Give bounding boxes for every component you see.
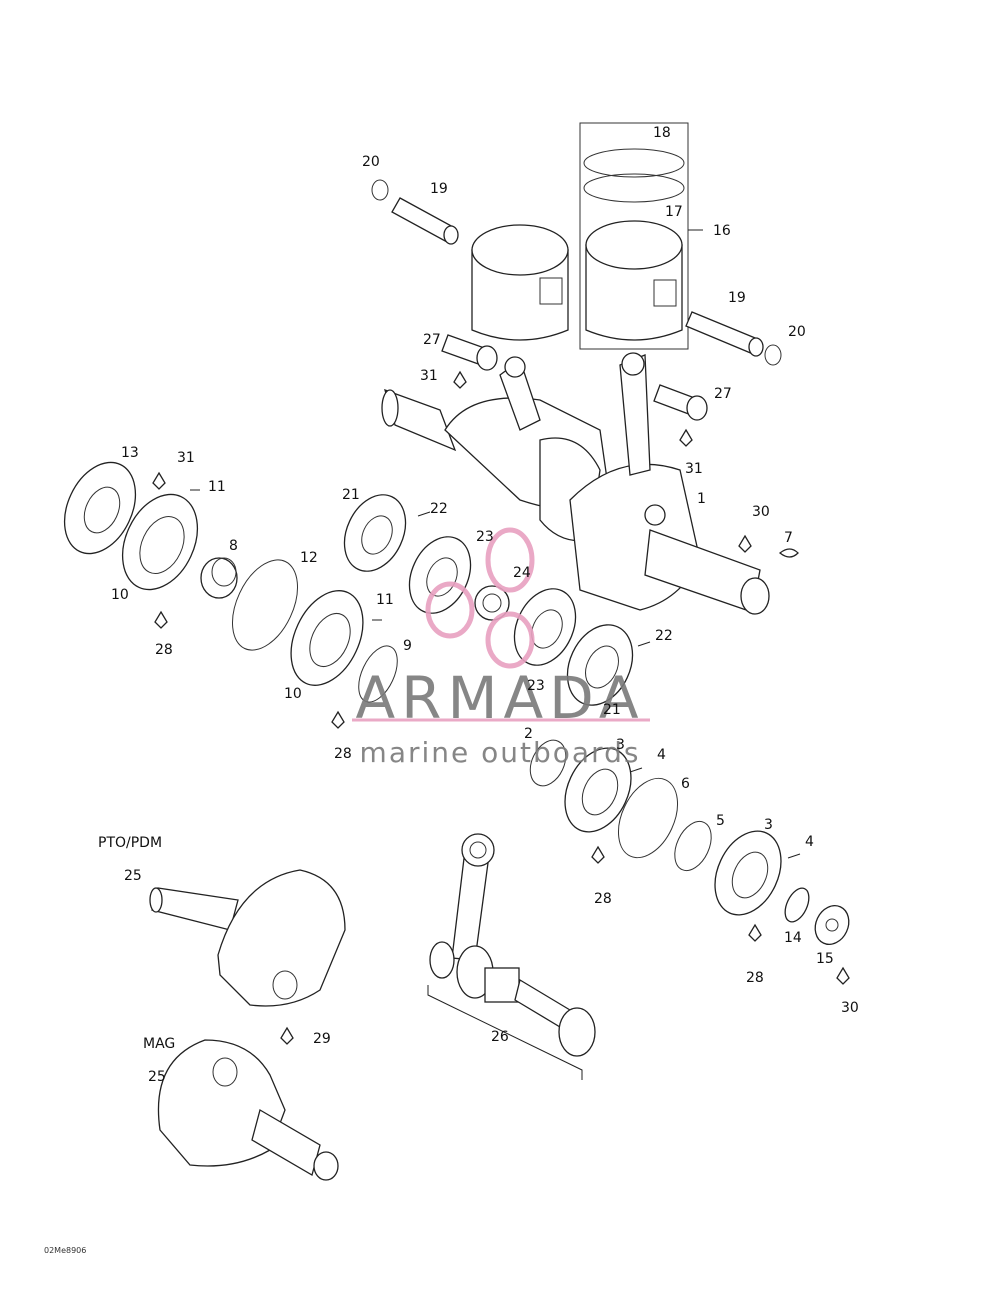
crankshaft-assembly: [381, 352, 770, 615]
shim-9: [358, 645, 398, 703]
callout-23a: 23: [476, 529, 494, 545]
callout-2: 2: [524, 726, 533, 742]
callout-5: 5: [716, 813, 725, 829]
fasteners: [152, 229, 850, 1045]
gear-24: [474, 585, 510, 621]
callout-18: 18: [653, 125, 671, 141]
callout-28d: 28: [746, 970, 764, 986]
callout-27a: 27: [423, 332, 441, 348]
bearing-21-top: [343, 494, 407, 572]
piston-left: [471, 224, 569, 341]
callout-28a: 28: [155, 642, 173, 658]
callout-15: 15: [816, 951, 834, 967]
callout-19b: 19: [728, 290, 746, 306]
piston-kit-box: [579, 122, 689, 350]
callout-24: 24: [513, 565, 531, 581]
callout-10a: 10: [111, 587, 129, 603]
callout-11b: 11: [376, 592, 394, 608]
callout-3a: 3: [616, 737, 625, 753]
ring-2: [529, 739, 567, 787]
bearing-21-bottom: [566, 624, 634, 706]
callout-20b: 20: [788, 324, 806, 340]
circlip-right: [764, 344, 782, 366]
bearing-10-center: [290, 590, 364, 686]
callout-30b: 30: [841, 1000, 859, 1016]
callout-31b: 31: [177, 450, 195, 466]
callout-13: 13: [121, 445, 139, 461]
callout-27b: 27: [714, 386, 732, 402]
key-7: [778, 548, 799, 558]
callout-21b: 21: [603, 702, 621, 718]
callout-26: 26: [491, 1029, 509, 1045]
callout-31a: 31: [420, 368, 438, 384]
armada-watermark-logo: ARMADA marine outboards: [352, 527, 650, 769]
watermark-subtitle: marine outboards: [360, 736, 641, 769]
callout-17: 17: [665, 204, 683, 220]
ring-6: [617, 777, 679, 859]
callout-21a: 21: [342, 487, 360, 503]
callout-14: 14: [784, 930, 802, 946]
callout-9: 9: [403, 638, 412, 654]
connecting-rod-assembly: [427, 833, 596, 1080]
crank-half-mag: [157, 1039, 339, 1181]
ring-12: [232, 559, 298, 651]
piston-right: [585, 220, 683, 341]
bushing-8: [200, 557, 238, 599]
section-label-mag: MAG: [143, 1036, 175, 1052]
callout-12: 12: [300, 550, 318, 566]
callout-23b: 23: [527, 678, 545, 694]
callout-4a: 4: [657, 747, 666, 763]
piston-pin-right: [685, 311, 764, 357]
callout-11a: 11: [208, 479, 226, 495]
callout-6: 6: [681, 776, 690, 792]
callout-22b: 22: [655, 628, 673, 644]
callout-8: 8: [229, 538, 238, 554]
callout-28c: 28: [594, 891, 612, 907]
callout-1: 1: [697, 491, 706, 507]
nut-15: [814, 905, 850, 945]
callout-19a: 19: [430, 181, 448, 197]
circlip-left: [371, 179, 389, 201]
washer-14: [784, 887, 810, 923]
needle-bearing-right: [653, 384, 708, 421]
callout-16: 16: [713, 223, 731, 239]
callout-7: 7: [784, 530, 793, 546]
callout-22a: 22: [430, 501, 448, 517]
shim-5: [674, 820, 712, 872]
callout-25a: 25: [124, 868, 142, 884]
piston-rings: [583, 148, 685, 203]
callout-28b: 28: [334, 746, 352, 762]
callout-10b: 10: [284, 686, 302, 702]
oil-seal-13: [63, 461, 137, 555]
callout-29: 29: [313, 1031, 331, 1047]
callout-labels: 1 2 3 3 4 4 5 6 7 8 9 10 10 11 11 12 13 …: [111, 125, 859, 1085]
bearing-3-upper: [564, 747, 632, 833]
callout-30a: 30: [752, 504, 770, 520]
piston-pin-left: [391, 197, 459, 245]
crank-half-pto: [149, 869, 346, 1007]
watermark-title: ARMADA: [355, 664, 644, 732]
section-label-pto: PTO/PDM: [98, 835, 162, 851]
callout-4b: 4: [805, 834, 814, 850]
callout-25b: 25: [148, 1069, 166, 1085]
callout-20a: 20: [362, 154, 380, 170]
needle-bearing-left: [441, 334, 498, 371]
callout-31c: 31: [685, 461, 703, 477]
callout-3b: 3: [764, 817, 773, 833]
bearing-3-lower: [714, 830, 782, 916]
bearing-10-left: [121, 493, 199, 591]
figure-code: 02Me8906: [44, 1246, 86, 1255]
